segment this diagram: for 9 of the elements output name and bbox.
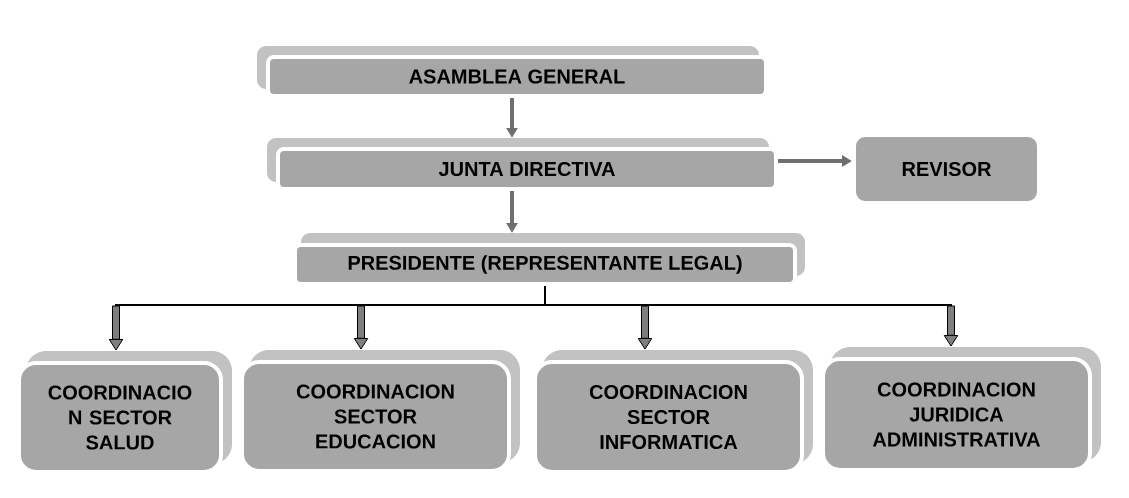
position-box: COORDINACIO N SECTOR SALUD bbox=[17, 351, 232, 474]
position-box: COORDINACION JURIDICA ADMINISTRATIVA bbox=[821, 347, 1101, 472]
position-box: COORDINACION SECTOR INFORMATICA bbox=[533, 350, 813, 474]
position-box: COORDINACION SECTOR EDUCACION bbox=[240, 350, 520, 473]
position-box: JUNTA DIRECTIVA bbox=[267, 138, 778, 191]
position-box: ASAMBLEA GENERAL bbox=[257, 46, 768, 98]
position-box: PRESIDENTE (REPRESENTANTE LEGAL) bbox=[293, 233, 805, 286]
position-box: REVISOR bbox=[852, 133, 1041, 205]
block-arrow bbox=[544, 285, 959, 347]
